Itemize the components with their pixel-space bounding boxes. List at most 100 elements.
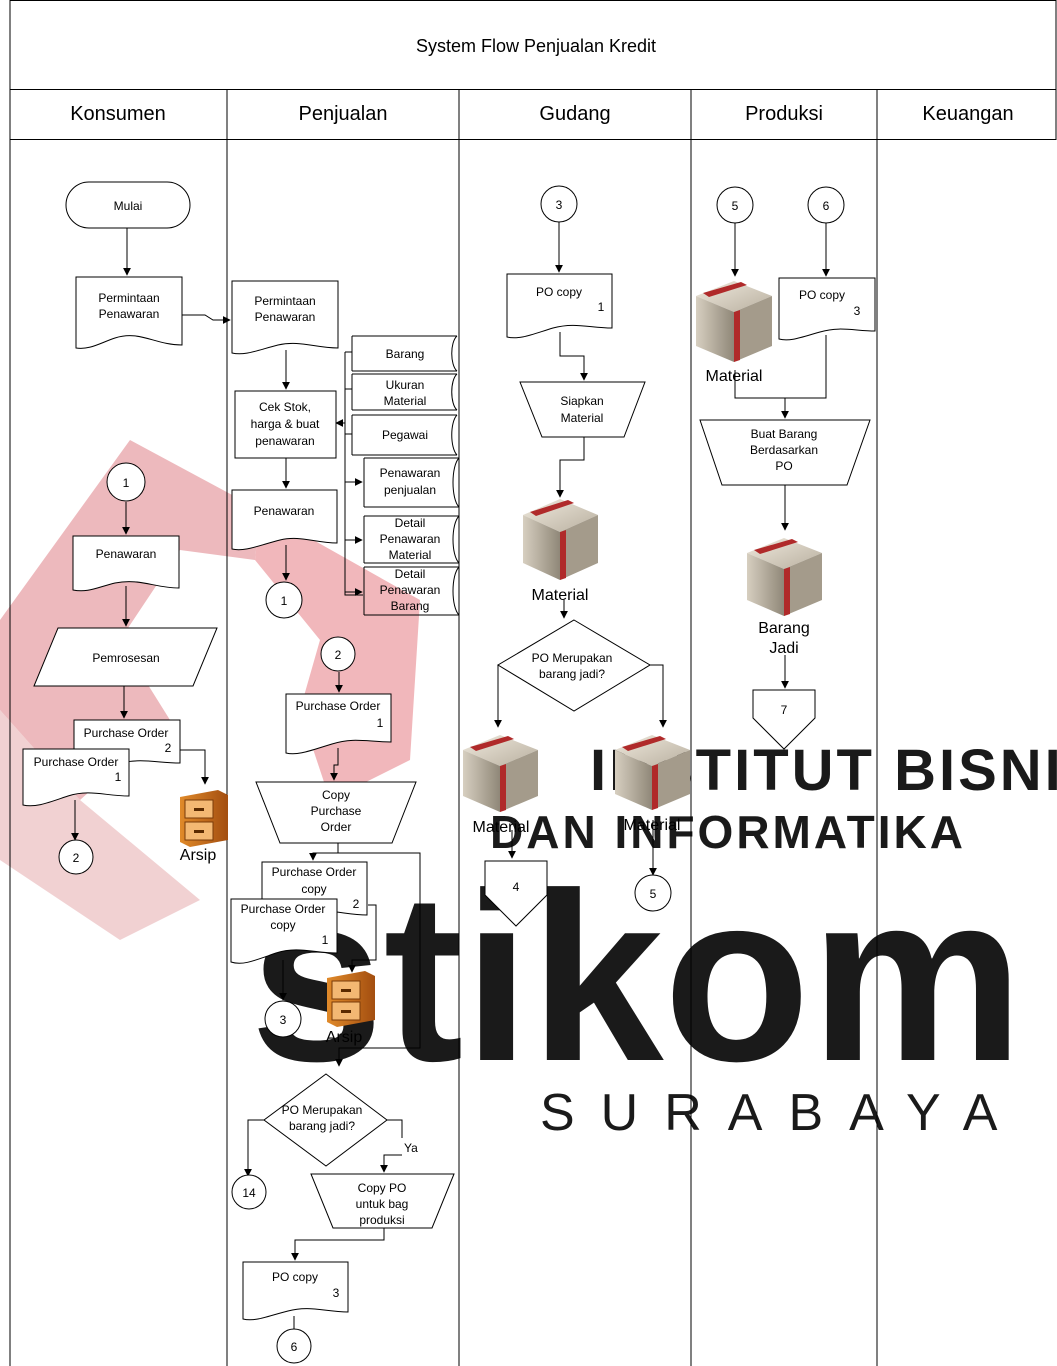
connector-1-penjualan: 1 (265, 581, 303, 619)
flow-lines (71, 222, 830, 1349)
manual-label: Copy PO (358, 1181, 407, 1195)
doc-label: copy (301, 882, 326, 896)
document-po-copy3-produksi: PO copy 3 (778, 277, 876, 341)
connector-3-gudang: 3 (540, 185, 578, 223)
document-penawaran-konsumen: Penawaran (72, 535, 180, 592)
doc-label: Purchase Order (296, 699, 381, 713)
watermark-line2: DAN INFORMATIKA (490, 806, 966, 858)
manual-label: untuk bag (356, 1197, 409, 1211)
doc-label: copy (270, 918, 295, 932)
manual-label: Order (321, 820, 352, 834)
material-label: Material (532, 587, 589, 604)
manual-label: Berdasarkan (750, 443, 818, 457)
document-po-copy3-penjualan: PO copy 3 (242, 1261, 349, 1321)
connector-label: 4 (513, 880, 520, 894)
doc-label: Permintaan (254, 294, 315, 308)
connector-5-produksi: 5 (716, 186, 754, 224)
connector-5-gudang: 5 (634, 874, 672, 912)
datastore-label: Barang (386, 347, 425, 361)
datastore-label: Penawaran (380, 466, 441, 480)
lane-konsumen: Konsumen (70, 103, 166, 125)
document-po-copy1-konsumen: Purchase Order 1 (22, 748, 130, 807)
doc-number: 1 (322, 933, 329, 947)
watermark-city: SURABAYA (540, 1084, 1024, 1142)
lane-keuangan: Keuangan (922, 103, 1013, 125)
process-label: Cek Stok, (259, 400, 311, 414)
document-purchase-order-penjualan: Purchase Order 1 (285, 693, 392, 755)
offpage-connector-7: 7 (752, 689, 816, 750)
doc-label: Purchase Order (241, 902, 326, 916)
doc-label: Permintaan (98, 291, 159, 305)
decision-po-barang-jadi-gudang: PO Merupakan barang jadi? (497, 619, 651, 712)
process-label: Pemrosesan (92, 651, 159, 665)
datastore-label: Material (389, 548, 432, 562)
datastore-label: Detail (395, 516, 426, 530)
process-label: harga & buat (251, 417, 320, 431)
datastore-label: Barang (391, 599, 430, 613)
manual-siapkan-material: Siapkan Material (519, 381, 646, 438)
connector-3-penjualan: 3 (264, 1000, 302, 1038)
manual-label: Siapkan (560, 394, 603, 408)
document-po-copy1-penjualan: Purchase Order copy 1 (230, 898, 338, 964)
material-box-icon-gudang-left: Material (463, 735, 538, 836)
connector-6-penjualan: 6 (276, 1328, 312, 1364)
document-permintaan-penawaran-penjualan: Permintaan Penawaran (231, 280, 339, 355)
process-cek-stok: Cek Stok, harga & buat penawaran (234, 390, 337, 459)
connector-label: 7 (781, 703, 788, 717)
doc-label: PO copy (272, 1270, 318, 1284)
decision-yes-label: Ya (404, 1141, 418, 1155)
material-box-icon-gudang-right: Material (615, 735, 690, 834)
diagram-title: System Flow Penjualan Kredit (416, 36, 656, 56)
datastore-detail-penawaran-material: Detail Penawaran Material (363, 515, 460, 564)
archive-label: Arsip (180, 847, 217, 864)
connector-14: 14 (231, 1174, 267, 1210)
manual-buat-barang: Buat Barang Berdasarkan PO (699, 419, 871, 486)
connector-label: 5 (732, 199, 739, 213)
doc-number: 2 (353, 897, 360, 911)
decision-po-barang-jadi-penjualan: PO Merupakan barang jadi? (263, 1073, 388, 1167)
archive-cabinet-penjualan: Arsip (326, 971, 375, 1046)
manual-copy-purchase-order: Copy Purchase Order (255, 781, 417, 844)
doc-number: 2 (165, 741, 172, 755)
material-label: Material (473, 819, 530, 836)
datastore-label: penjualan (384, 483, 436, 497)
doc-number: 1 (115, 770, 122, 784)
lane-gudang: Gudang (539, 103, 610, 125)
connector-2-konsumen: 2 (58, 839, 94, 875)
datastore-label: Pegawai (382, 428, 428, 442)
process-pemrosesan: Pemrosesan (33, 627, 218, 687)
archive-label: Arsip (326, 1029, 363, 1046)
datastore-label: Penawaran (380, 532, 441, 546)
connector-label: 3 (556, 198, 563, 212)
manual-label: PO (775, 459, 792, 473)
doc-number: 1 (377, 716, 384, 730)
offpage-connector-4: 4 (484, 860, 548, 927)
manual-label: produksi (359, 1213, 404, 1227)
manual-label: Buat Barang (751, 427, 818, 441)
doc-label: Penawaran (255, 310, 316, 324)
connector-label: 2 (73, 851, 80, 865)
datastore-detail-penawaran-barang: Detail Penawaran Barang (363, 566, 460, 616)
swimlane-frame (9, 0, 1057, 1366)
process-label: penawaran (255, 434, 314, 448)
datastore-label: Ukuran (386, 378, 425, 392)
decision-label: PO Merupakan (282, 1103, 363, 1117)
barang-jadi-box-icon: Barang Jadi (747, 538, 822, 657)
doc-label: PO copy (536, 285, 582, 299)
connector-1-konsumen: 1 (106, 462, 146, 502)
document-po-copy1-gudang: PO copy 1 (506, 273, 613, 339)
archive-cabinet-konsumen: Arsip (180, 790, 228, 864)
datastore-label: Material (384, 394, 427, 408)
datastore-barang: Barang (351, 335, 458, 372)
doc-label: Penawaran (99, 307, 160, 321)
connector-label: 14 (242, 1186, 256, 1200)
barang-jadi-label: Barang (758, 620, 810, 637)
doc-label: Penawaran (96, 547, 157, 561)
doc-number: 3 (854, 304, 861, 318)
decision-label: barang jadi? (539, 667, 605, 681)
manual-label: Copy (322, 788, 350, 802)
barang-jadi-label: Jadi (769, 640, 798, 657)
start-terminator: Mulai (65, 181, 191, 229)
doc-label: Purchase Order (84, 726, 169, 740)
